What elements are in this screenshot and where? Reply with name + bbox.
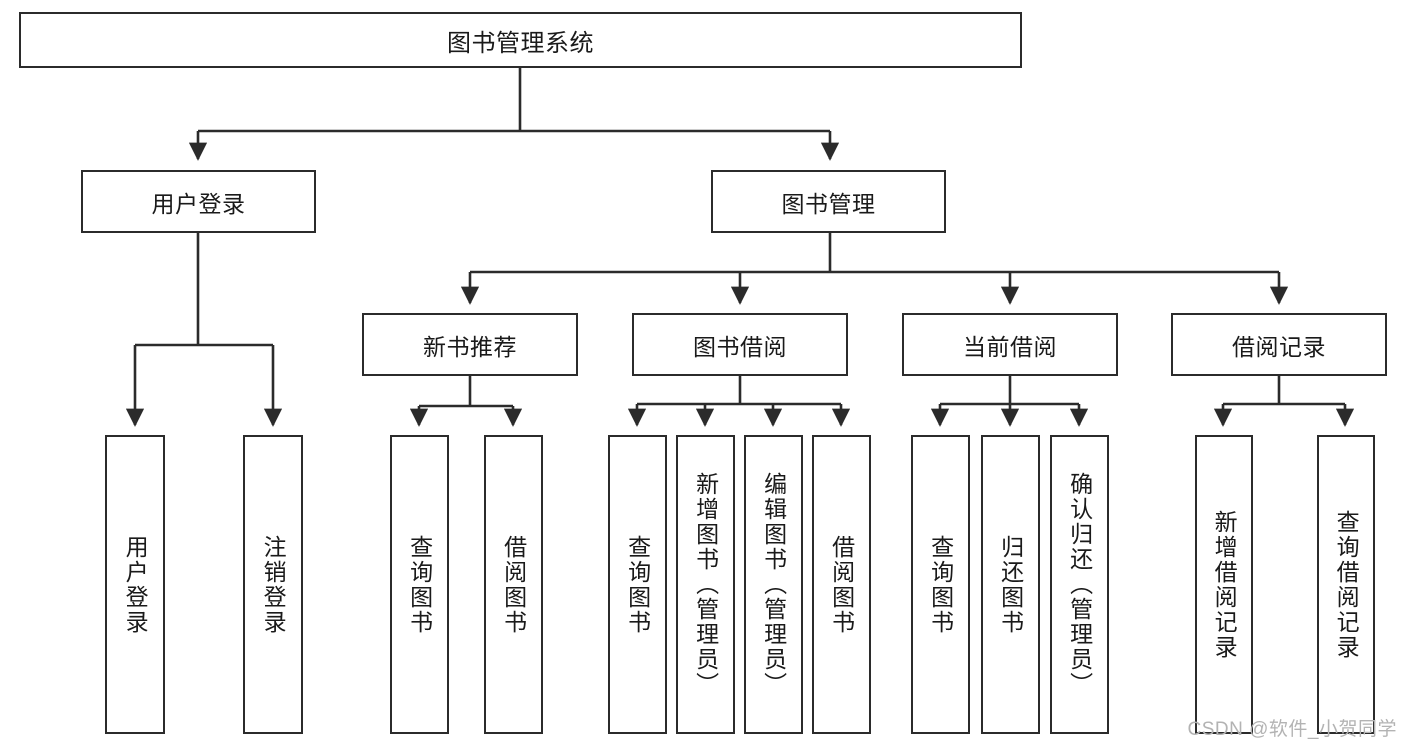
node-borrow-record[interactable]: 借阅记录	[1171, 313, 1387, 376]
node-label: 用户登录	[151, 190, 246, 217]
node-label: 借阅图书	[500, 534, 527, 635]
node-label: 借阅图书	[828, 534, 855, 635]
leaf-borrow-book-borrow[interactable]: 借阅图书	[812, 435, 871, 734]
node-book-borrow[interactable]: 图书借阅	[632, 313, 848, 376]
node-label: 当前借阅	[963, 333, 1057, 360]
node-current-borrow[interactable]: 当前借阅	[902, 313, 1118, 376]
leaf-return-book[interactable]: 归还图书	[981, 435, 1040, 734]
node-label: 归还图书	[997, 534, 1024, 635]
node-label: 注销登录	[260, 534, 287, 635]
node-label: 确认归还（管理员）	[1066, 472, 1093, 697]
leaf-edit-book-admin[interactable]: 编辑图书（管理员）	[744, 435, 803, 734]
leaf-query-book-current[interactable]: 查询图书	[911, 435, 970, 734]
node-label: 新增图书（管理员）	[692, 472, 719, 697]
node-label: 编辑图书（管理员）	[760, 472, 787, 697]
leaf-query-book-borrow[interactable]: 查询图书	[608, 435, 667, 734]
node-user-login[interactable]: 用户登录	[81, 170, 316, 233]
leaf-confirm-return-admin[interactable]: 确认归还（管理员）	[1050, 435, 1109, 734]
node-new-book-recommendation[interactable]: 新书推荐	[362, 313, 578, 376]
leaf-query-borrow-record[interactable]: 查询借阅记录	[1317, 435, 1375, 734]
node-label: 查询图书	[624, 534, 651, 635]
node-label: 查询图书	[406, 534, 433, 635]
node-label: 查询借阅记录	[1333, 509, 1360, 660]
leaf-add-borrow-record[interactable]: 新增借阅记录	[1195, 435, 1253, 734]
node-label: 图书管理系统	[447, 29, 594, 57]
leaf-logout[interactable]: 注销登录	[243, 435, 303, 734]
node-label: 图书管理	[781, 190, 876, 217]
node-label: 图书借阅	[693, 333, 787, 360]
leaf-add-book-admin[interactable]: 新增图书（管理员）	[676, 435, 735, 734]
node-label: 用户登录	[122, 534, 149, 635]
node-label: 查询图书	[927, 534, 954, 635]
leaf-borrow-book-recommendation[interactable]: 借阅图书	[484, 435, 543, 734]
node-root-system[interactable]: 图书管理系统	[19, 12, 1022, 68]
node-label: 新书推荐	[423, 333, 517, 360]
node-label: 借阅记录	[1232, 333, 1326, 360]
leaf-user-login[interactable]: 用户登录	[105, 435, 165, 734]
node-label: 新增借阅记录	[1211, 509, 1238, 660]
leaf-query-book-recommendation[interactable]: 查询图书	[390, 435, 449, 734]
node-book-management[interactable]: 图书管理	[711, 170, 946, 233]
